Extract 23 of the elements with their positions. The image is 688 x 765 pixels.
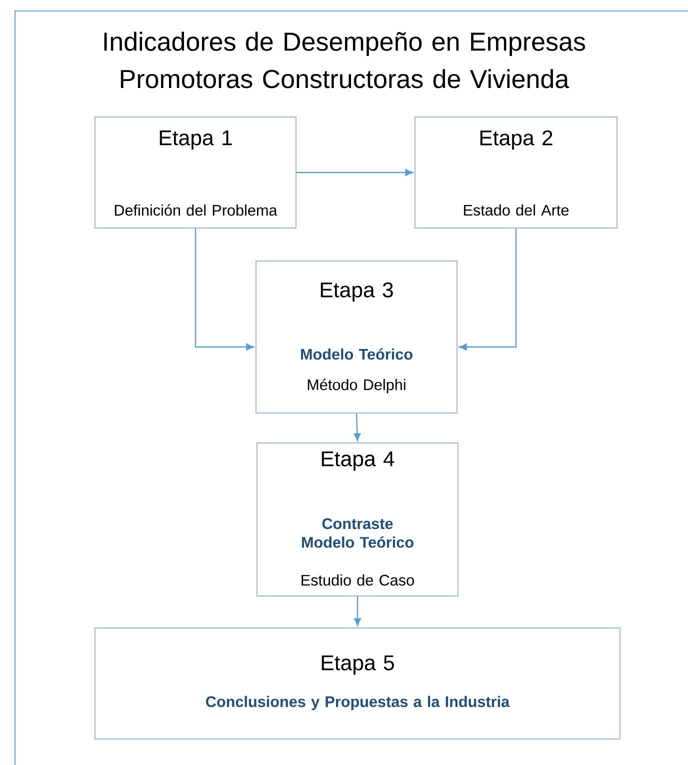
stage-subtitle: Conclusiones y Propuestas a la Industria bbox=[206, 696, 510, 710]
stage-description: Estado del Arte bbox=[464, 204, 569, 216]
stage-title: Etapa 2 bbox=[480, 130, 552, 150]
arrow bbox=[296, 169, 413, 176]
stage-title: Etapa 5 bbox=[322, 655, 394, 675]
stage-title: Etapa 1 bbox=[160, 130, 232, 150]
stage-description: Definición del Problema bbox=[114, 204, 278, 216]
stage-box bbox=[94, 628, 620, 740]
stage-title: Etapa 4 bbox=[322, 451, 394, 471]
title: Indicadores de Desempeño en Empresas Promotoras Constructoras de Vivienda bbox=[104, 32, 586, 88]
stage-box bbox=[256, 442, 458, 596]
stage-description: Estudio de Caso bbox=[302, 574, 414, 586]
stage-subtitle: Modelo Teórico bbox=[301, 348, 412, 360]
stage-box bbox=[414, 116, 618, 228]
stage-box bbox=[256, 260, 458, 414]
stage-title: Etapa 3 bbox=[320, 282, 393, 302]
arrow bbox=[459, 228, 517, 350]
stage-subtitle: Contraste Modelo Teórico bbox=[302, 518, 414, 548]
arrow bbox=[194, 228, 254, 350]
arrow bbox=[354, 596, 361, 626]
arrow bbox=[354, 413, 361, 441]
stage-box bbox=[94, 116, 296, 228]
stage-description: Método Delphi bbox=[308, 378, 406, 394]
